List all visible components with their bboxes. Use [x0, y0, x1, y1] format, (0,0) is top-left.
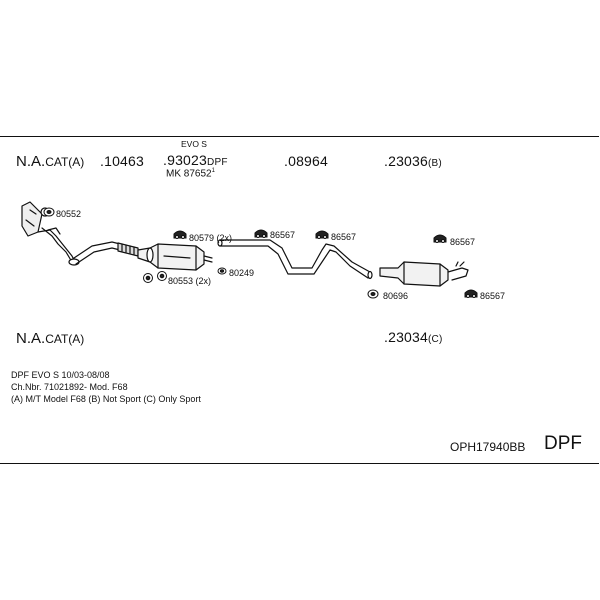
- part-93023-sub-sup: 1: [211, 168, 215, 174]
- hanger-icon-80579: [173, 230, 187, 239]
- hanger-icon-86567-c: [433, 234, 447, 243]
- callout-86567-a[interactable]: 86567: [270, 230, 296, 240]
- variant-a-label: N.A.CAT(A): [16, 154, 84, 169]
- part-93023-sub-text: MK 87652: [166, 168, 212, 180]
- part-23036-text: .23036: [384, 153, 429, 169]
- callout-80579[interactable]: 80579 (2x): [189, 233, 233, 243]
- clamp-icon-80552: [43, 207, 55, 217]
- part-23034-text: .23034: [384, 329, 429, 345]
- part-number-93023[interactable]: .93023DPF: [163, 153, 228, 168]
- callout-80696[interactable]: 80696: [383, 291, 409, 301]
- dpf-badge: DPF: [544, 433, 582, 454]
- part-93023-text: .93023: [163, 152, 208, 168]
- part-number-08964[interactable]: .08964: [284, 153, 329, 169]
- callout-86567-c[interactable]: 86567: [450, 237, 476, 247]
- diagram-frame: [0, 136, 599, 464]
- part-23036-suffix: (B): [428, 158, 442, 169]
- part-number-23036[interactable]: .23036(B): [384, 154, 442, 169]
- callout-80249[interactable]: 80249: [229, 268, 255, 278]
- callout-86567-b[interactable]: 86567: [331, 232, 357, 242]
- part-93023-sub: MK 876521: [166, 168, 215, 179]
- variant-b-suffix: CAT(A): [45, 332, 85, 346]
- note-line-2: Ch.Nbr. 71021892- Mod. F68: [11, 382, 128, 392]
- part-note-evo-s: EVO S: [181, 139, 207, 149]
- clamp-icon-80696: [367, 289, 379, 299]
- note-line-3: (A) M/T Model F68 (B) Not Sport (C) Only…: [11, 394, 201, 404]
- note-line-1: DPF EVO S 10/03-08/08: [11, 370, 110, 380]
- dpf-drawing: [137, 243, 213, 271]
- part-93023-suffix: DPF: [207, 157, 228, 168]
- hanger-icon-86567-d: [464, 289, 478, 298]
- callout-86567-d[interactable]: 86567: [480, 291, 506, 301]
- part-number-23034[interactable]: .23034(C): [384, 330, 443, 345]
- part-number-10463[interactable]: .10463: [100, 153, 145, 169]
- variant-b-label: N.A.CAT(A): [16, 331, 84, 346]
- front-pipe-drawing: [73, 241, 139, 265]
- rear-silencer-drawing: [379, 261, 469, 287]
- hanger-icon-86567-b: [315, 230, 329, 239]
- middle-pipe-drawing: [217, 239, 373, 280]
- gasket-icon-80553: [143, 271, 167, 283]
- diagram-code: OPH17940BB: [450, 440, 526, 454]
- variant-b-text: N.A.: [16, 330, 46, 347]
- hanger-icon-86567-a: [254, 229, 268, 238]
- part-23034-suffix: (C): [428, 334, 443, 345]
- callout-80553[interactable]: 80553 (2x): [168, 276, 212, 286]
- callout-80552[interactable]: 80552: [56, 209, 82, 219]
- clamp-icon-80249: [217, 267, 227, 275]
- variant-a-suffix: CAT(A): [45, 155, 85, 169]
- variant-a-text: N.A.: [16, 153, 46, 170]
